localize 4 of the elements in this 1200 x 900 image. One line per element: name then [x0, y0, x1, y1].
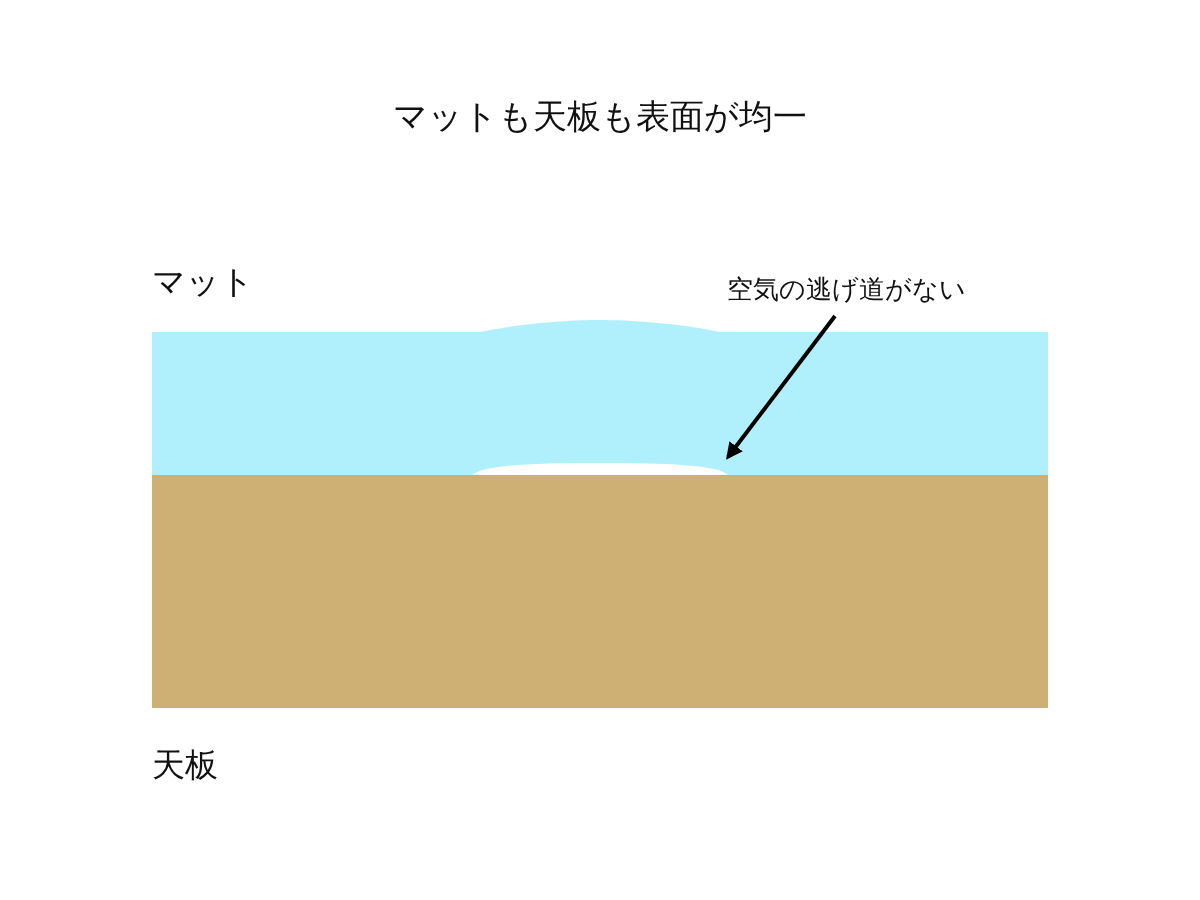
- layer-label: 天板: [152, 745, 218, 785]
- annotation-text: 空気の逃げ道がない: [727, 273, 967, 306]
- layer-label: マット: [152, 262, 254, 302]
- diagram-title: マットも天板も表面が均一: [392, 95, 808, 138]
